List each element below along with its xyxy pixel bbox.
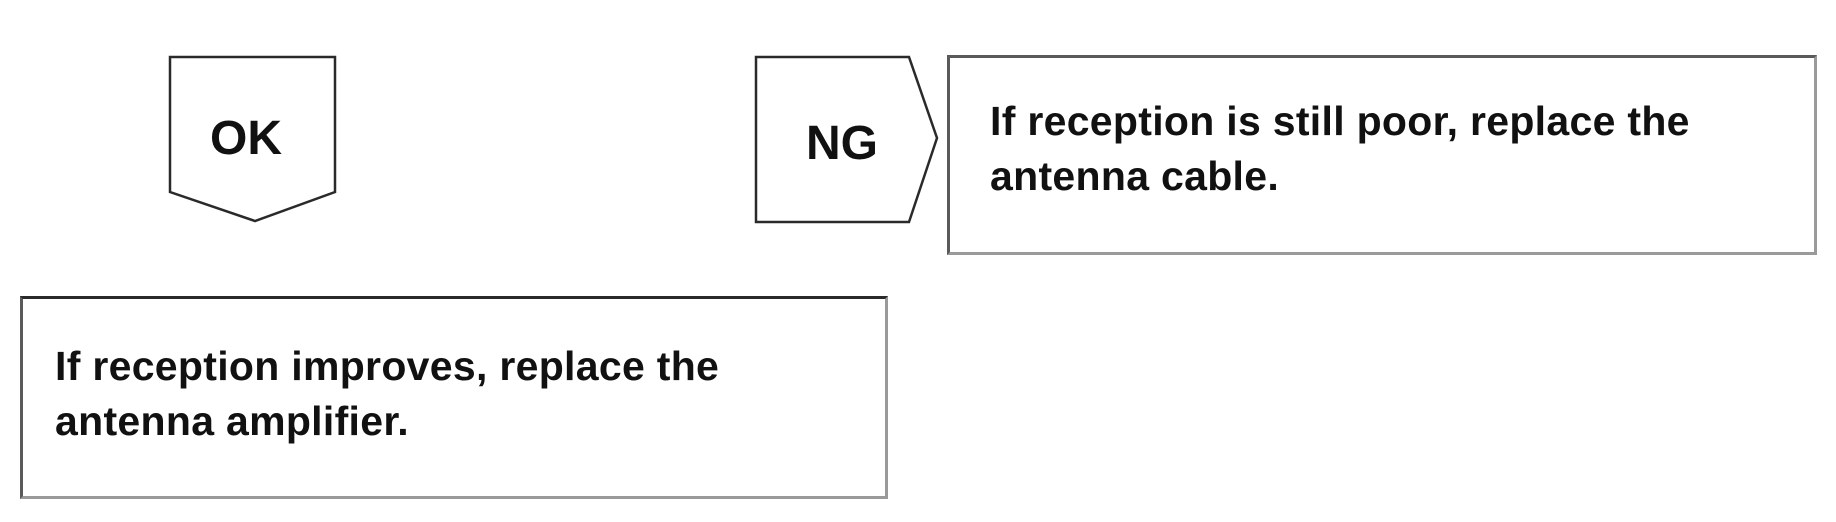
ok-badge-shape bbox=[168, 55, 337, 223]
ok-instruction-line-2: antenna amplifier. bbox=[55, 398, 409, 444]
ok-badge-label: OK bbox=[210, 112, 282, 165]
ok-badge: OK bbox=[168, 55, 337, 223]
ok-instruction-line-1: If reception improves, replace the bbox=[55, 343, 720, 389]
ng-badge: NG bbox=[754, 55, 939, 224]
ok-instruction-box: If reception improves, replace the anten… bbox=[20, 296, 888, 499]
ng-badge-shape bbox=[754, 55, 939, 224]
ng-badge-label: NG bbox=[806, 117, 878, 170]
ng-instruction-line-1: If reception is still poor, replace the bbox=[990, 98, 1690, 144]
ng-instruction-box: If reception is still poor, replace the … bbox=[947, 55, 1817, 255]
ng-instruction-line-2: antenna cable. bbox=[990, 153, 1280, 199]
